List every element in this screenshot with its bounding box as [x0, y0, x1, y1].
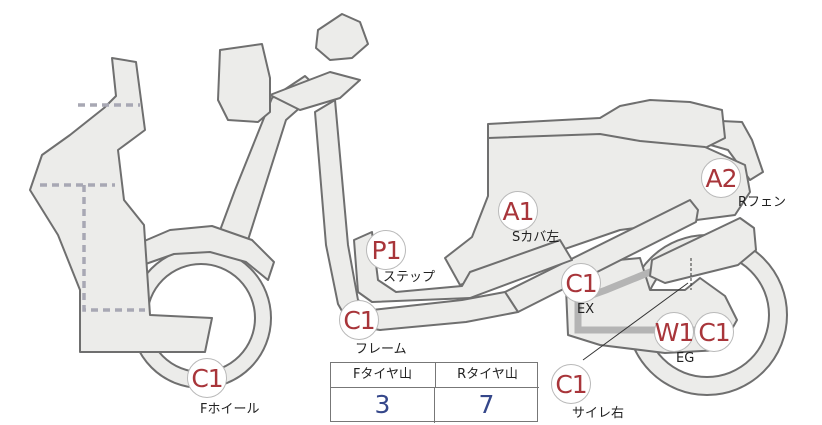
- rear-tread-header: Rタイヤ山: [435, 363, 539, 388]
- front-wheel-label: Fホイール: [200, 402, 260, 417]
- silencer-shape: [649, 217, 757, 284]
- front-tread-value: 3: [374, 390, 391, 419]
- muffler-leader-line: [582, 282, 689, 361]
- rear-tread-value: 7: [478, 390, 495, 419]
- side-cover-left-label: Sカバ左: [512, 230, 560, 245]
- front-tread-header: Fタイヤ山: [331, 363, 434, 388]
- cowl-seam-line-vertical: [82, 185, 145, 312]
- exhaust-label: EX: [577, 302, 595, 317]
- frame-marker[interactable]: C1: [339, 300, 379, 340]
- handle-tube-shape: [269, 71, 361, 111]
- engine-w-marker[interactable]: W1: [654, 312, 694, 352]
- tire-tread-table: Fタイヤ山 Rタイヤ山 3 7: [330, 362, 539, 423]
- side-cover-left-marker[interactable]: A1: [498, 191, 538, 231]
- exhaust-marker[interactable]: C1: [561, 263, 601, 303]
- leg-shield-shape: [29, 57, 213, 353]
- step-label: ステップ: [383, 270, 436, 285]
- engine-label: EG: [676, 351, 695, 366]
- engine-c-marker[interactable]: C1: [694, 312, 734, 352]
- rear-fender-label: Rフェン: [738, 195, 787, 210]
- rear-fender-marker[interactable]: A2: [701, 158, 741, 198]
- muffler-right-label: サイレ右: [572, 406, 625, 421]
- frame-rail-shape: [314, 99, 519, 331]
- table-divider: [434, 387, 436, 423]
- step-floor-shape: [353, 231, 573, 303]
- headlight-shape: [217, 43, 271, 123]
- front-fender-shape: [127, 225, 275, 281]
- frame-label: フレーム: [355, 342, 407, 357]
- front-wheel-marker[interactable]: C1: [187, 358, 227, 398]
- side-cover-shape: [444, 133, 751, 286]
- muffler-right-marker[interactable]: C1: [551, 364, 591, 404]
- step-marker[interactable]: P1: [366, 230, 406, 270]
- mirror-shape: [315, 13, 369, 61]
